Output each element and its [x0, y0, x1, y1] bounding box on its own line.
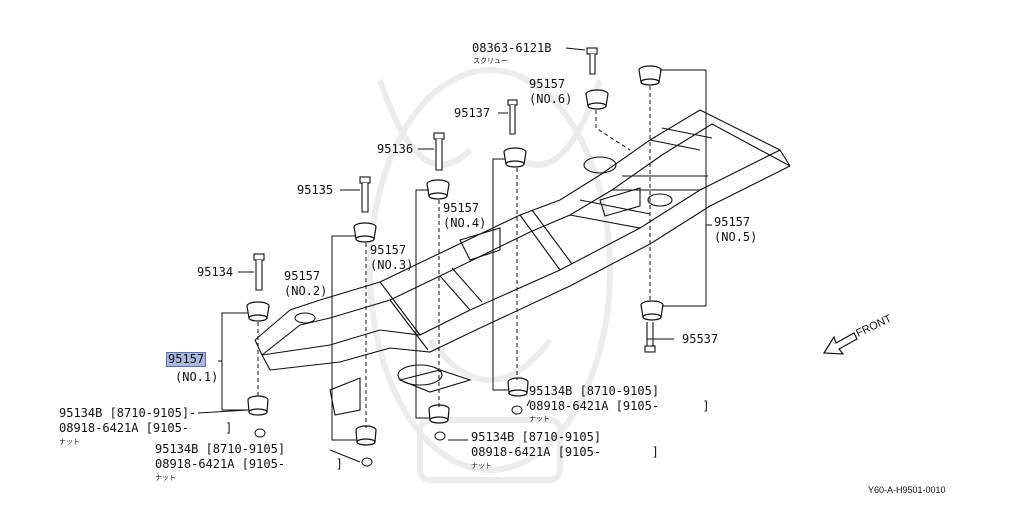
vehicle-frame	[254, 109, 791, 416]
label-no4: (NO.4)	[443, 216, 487, 230]
label-screw-part: 08363-6121B	[472, 41, 552, 55]
nuts	[254, 405, 523, 467]
bushing-no1-upper	[246, 301, 270, 322]
nut-no4	[511, 405, 523, 415]
bushing-no6-upper	[638, 65, 662, 86]
bolt-95537	[644, 322, 656, 353]
label-95137: 95137	[454, 106, 491, 120]
nut-no3	[434, 431, 446, 441]
mount-bushings-upper	[246, 65, 664, 322]
label-nut1-line2: 08918-6421A [9105- ]	[59, 421, 233, 435]
alignment-lines	[257, 86, 651, 428]
label-no6: (NO.6)	[529, 92, 573, 106]
nut-no2	[361, 457, 373, 467]
bolt-95134	[253, 253, 265, 291]
label-95157-no5: 95157	[714, 215, 751, 229]
reference-code: Y60-A-H9501-0010	[868, 485, 946, 495]
bushing-no1-lower	[247, 395, 269, 416]
label-nut3-line3: ナット	[471, 462, 492, 470]
label-no1: (NO.1)	[175, 370, 219, 384]
label-95157-no3: 95157	[370, 243, 407, 257]
front-arrow-icon	[822, 332, 858, 355]
label-nut3-line1: 95134B [8710-9105]	[471, 430, 602, 444]
bushing-no3-lower	[428, 404, 450, 424]
front-direction-indicator: FRONT	[822, 313, 894, 355]
bolt-95135	[359, 176, 371, 213]
label-no2: (NO.2)	[284, 284, 328, 298]
leader-lines	[197, 47, 712, 463]
front-label: FRONT	[854, 313, 894, 340]
bushing-no6-lower	[585, 89, 609, 110]
label-nut3-line2: 08918-6421A [9105- ]	[471, 445, 659, 459]
label-no5: (NO.5)	[714, 230, 758, 244]
label-95157-no6: 95157	[529, 77, 566, 91]
bushing-no2-upper	[353, 222, 377, 243]
label-95157-no4: 95157	[443, 201, 480, 215]
label-no3: (NO.3)	[370, 258, 414, 272]
label-95537: 95537	[682, 332, 719, 346]
bushing-no5-lower	[640, 300, 664, 321]
label-nut2-line2: 08918-6421A [9105- ]	[155, 457, 343, 471]
label-nut4-line1: 95134B [8710-9105]	[529, 384, 660, 398]
label-nut2-line1: 95134B [8710-9105]	[155, 442, 286, 456]
label-95157-no2: 95157	[284, 269, 321, 283]
label-nut1-line1: 95134B [8710-9105]-	[59, 406, 197, 420]
label-95135: 95135	[297, 183, 334, 197]
bushing-no4-lower	[507, 377, 529, 397]
label-nut2-line3: ナット	[155, 474, 176, 482]
label-nut1-line3: ナット	[59, 438, 80, 446]
label-95157-no1-highlighted[interactable]: 95157	[166, 352, 207, 367]
bolts	[253, 47, 656, 353]
bolt-95137	[507, 99, 518, 135]
bolt-08363	[586, 47, 598, 75]
watermark-emblem	[367, 67, 613, 483]
bushing-no2-lower	[355, 425, 377, 446]
label-95136: 95136	[377, 142, 414, 156]
bolt-95136	[433, 132, 445, 171]
label-nut4-line3: ナット	[529, 415, 550, 423]
label-nut4-line2: 08918-6421A [9105- ]	[529, 399, 710, 413]
bushing-no3-upper	[426, 179, 450, 200]
bushing-no4-upper	[503, 147, 527, 168]
label-95134: 95134	[197, 265, 234, 279]
label-screw-name: スクリュー	[473, 57, 508, 65]
nut-no1	[254, 428, 266, 438]
